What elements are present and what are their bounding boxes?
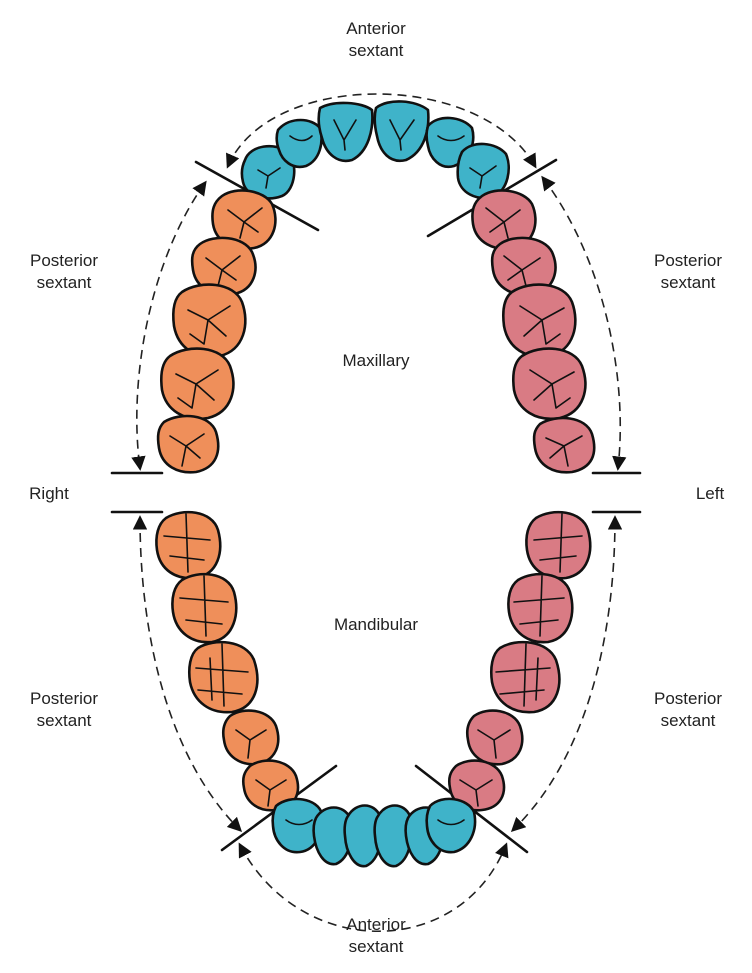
tooth <box>319 103 373 161</box>
mandibular-label: Mandibular <box>316 614 436 636</box>
mandibular-right-posterior-teeth <box>156 512 298 810</box>
lower-right-posterior-sextant-label: Posterior sextant <box>14 688 114 732</box>
upper-left-posterior-sextant-label: Posterior sextant <box>638 250 738 294</box>
tooth <box>277 120 322 167</box>
bottom-anterior-sextant-label: Anterior sextant <box>326 914 426 958</box>
left-side-label: Left <box>680 483 740 505</box>
tooth <box>503 285 575 357</box>
right-side-label: Right <box>14 483 84 505</box>
upper-right-posterior-sextant-label: Posterior sextant <box>14 250 114 294</box>
midline-dividers <box>112 473 640 512</box>
tooth <box>375 101 429 160</box>
top-anterior-sextant-label: Anterior sextant <box>326 18 426 62</box>
maxillary-anterior-teeth <box>242 101 509 198</box>
tooth <box>513 349 585 419</box>
tooth <box>526 512 590 578</box>
maxillary-right-posterior-teeth <box>158 190 275 472</box>
tooth <box>427 799 475 852</box>
tooth <box>467 711 522 765</box>
mandibular-anterior-teeth <box>273 799 475 866</box>
tooth <box>223 711 278 765</box>
mandibular-left-posterior-teeth <box>449 512 590 810</box>
maxillary-label: Maxillary <box>316 350 436 372</box>
lower-left-posterior-sextant-label: Posterior sextant <box>638 688 738 732</box>
